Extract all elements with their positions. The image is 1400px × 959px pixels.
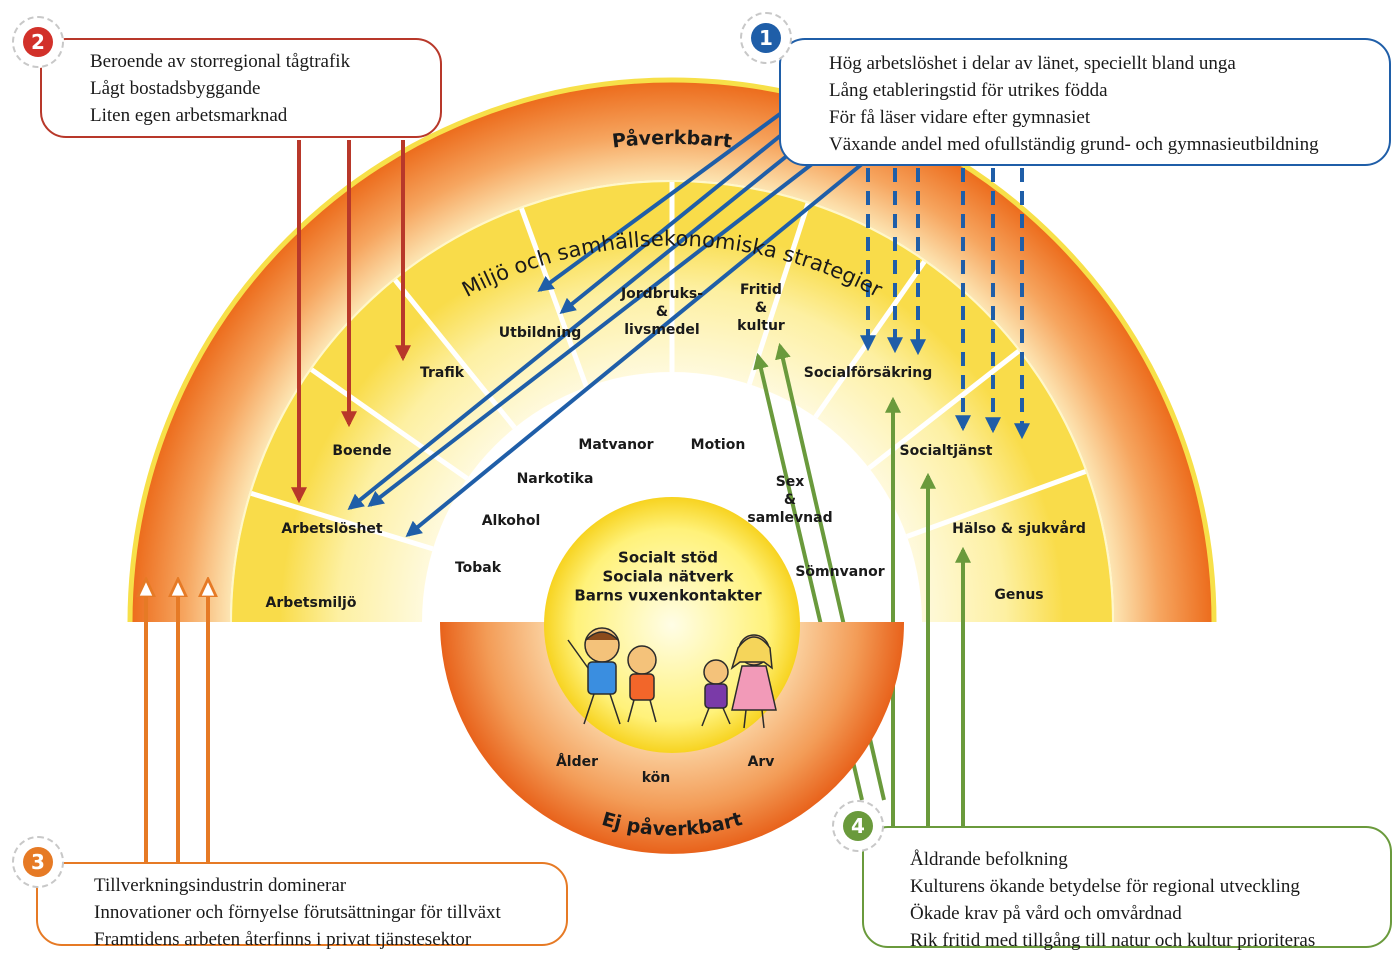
- box3-line-2: Innovationer och förnyelse förutsättning…: [94, 902, 501, 923]
- box1-line-4: Växande andel med ofullständig grund- oc…: [829, 134, 1319, 155]
- challenge-box-4: Åldrande befolkning Kulturens ökande bet…: [862, 826, 1392, 951]
- lifestyle-sex-samlevnad: Sex & samlevnad: [747, 473, 832, 527]
- box2-line-2: Lågt bostadsbyggande: [90, 78, 261, 99]
- sector-trafik: Trafik: [419, 365, 465, 381]
- box3-line-3: Framtidens arbeten återfinns i privat tj…: [94, 929, 472, 950]
- box2-line-3: Liten egen arbetsmarknad: [90, 105, 288, 126]
- sector-divider-1: [250, 490, 434, 552]
- sector-divider-4: [519, 207, 589, 388]
- children-illustration: [567, 627, 777, 729]
- core-line-1: Socialt stöd: [618, 548, 718, 567]
- sector-utbildning: Utbildning: [498, 325, 582, 341]
- badge-1-number: 1: [751, 23, 781, 53]
- sector-jordbruk-line2: &: [655, 304, 669, 320]
- lifestyle-narkotika: Narkotika: [516, 471, 594, 487]
- sector-fritid-line1: Fritid: [740, 282, 782, 298]
- box4-line-3: Ökade krav på vård och omvårdnad: [910, 903, 1182, 924]
- sector-socialtjanst: Socialtjänst: [899, 443, 993, 459]
- lifestyle-sex-line3: samlevnad: [747, 510, 833, 526]
- box4-line-4: Rik fritid med tillgång till natur och k…: [910, 930, 1316, 951]
- core-support-text: Socialt stöd Sociala nätverk Barns vuxen…: [574, 549, 761, 606]
- core-circle: [544, 497, 800, 753]
- challenge-box-1: Hög arbetslöshet i delar av länet, speci…: [779, 38, 1391, 166]
- sector-divider-9: [906, 469, 1087, 539]
- sector-fritid-line2: &: [754, 300, 768, 316]
- sector-divider-2: [310, 367, 469, 481]
- blue-diagonal-arrow-1: [537, 112, 782, 292]
- lifestyle-alkohol: Alkohol: [481, 513, 541, 529]
- box3-line-1: Tillverkningsindustrin dominerar: [94, 875, 347, 896]
- lifestyle-sex-line1: Sex: [775, 474, 805, 490]
- blue-diagonal-arrow-3: [347, 153, 790, 511]
- blue-diagonal-arrow-2: [559, 134, 782, 315]
- box4-line-1: Åldrande befolkning: [910, 849, 1068, 870]
- sector-jordbruk-line3: livsmedel: [624, 322, 700, 338]
- sector-ring-fill: [232, 182, 1112, 622]
- sector-genus: Genus: [994, 587, 1044, 603]
- core-line-2: Sociala nätverk: [602, 567, 734, 586]
- sector-halso-sjukvard: Hälso & sjukvård: [952, 521, 1086, 537]
- lifestyle-sex-line2: &: [783, 492, 797, 508]
- goal-badge-2-icon: 2: [12, 16, 64, 68]
- goal-badge-3-icon: 3: [12, 836, 64, 888]
- box2-line-1: Beroende av storregional tågtrafik: [90, 51, 351, 72]
- box4-line-2: Kulturens ökande betydelse för regional …: [910, 876, 1300, 897]
- sector-arbetsloshet: Arbetslöshet: [281, 521, 383, 537]
- box1-line-2: Lång etableringstid för utrikes födda: [829, 80, 1108, 101]
- outer-band-rim: [127, 77, 1217, 623]
- badge-4-number: 4: [843, 811, 873, 841]
- core-kon: kön: [641, 770, 671, 786]
- blue-diagonal-arrow-5: [405, 162, 864, 538]
- influenceable-label: Påverkbart: [611, 126, 733, 152]
- lifestyle-tobak: Tobak: [454, 560, 502, 576]
- blue-diagonal-arrow-4: [367, 162, 814, 507]
- lifestyle-motion: Motion: [690, 437, 746, 453]
- sector-jordbruk-line1: Jordbruks-: [620, 286, 704, 302]
- lifestyle-matvanor: Matvanor: [578, 437, 654, 453]
- badge-3-number: 3: [23, 847, 53, 877]
- challenge-box-2: Beroende av storregional tågtrafik Lågt …: [40, 38, 442, 138]
- sector-fritid: Fritid & kultur: [737, 281, 785, 335]
- core-line-3: Barns vuxenkontakter: [574, 586, 762, 605]
- goal-badge-1-icon: 1: [740, 12, 792, 64]
- sector-dividers: [250, 182, 1087, 552]
- goal-badge-4-icon: 4: [832, 800, 884, 852]
- sector-jordbruk: Jordbruks- & livsmedel: [621, 285, 703, 339]
- sector-fritid-line3: kultur: [737, 318, 785, 334]
- badge-2-number: 2: [23, 27, 53, 57]
- sector-arbetsmiljo: Arbetsmiljö: [265, 595, 357, 611]
- sector-divider-3: [393, 278, 517, 430]
- sector-socialforsakring: Socialförsäkring: [803, 365, 933, 381]
- box1-line-3: För få läser vidare efter gymnasiet: [829, 107, 1091, 128]
- core-alder: Ålder: [555, 754, 599, 770]
- lifestyle-somnvanor: Sömnvanor: [795, 564, 885, 580]
- sector-boende: Boende: [332, 443, 392, 459]
- challenge-box-3: Tillverkningsindustrin dominerar Innovat…: [36, 862, 568, 950]
- box1-line-1: Hög arbetslöshet i delar av länet, speci…: [829, 53, 1236, 74]
- core-arv: Arv: [747, 754, 775, 770]
